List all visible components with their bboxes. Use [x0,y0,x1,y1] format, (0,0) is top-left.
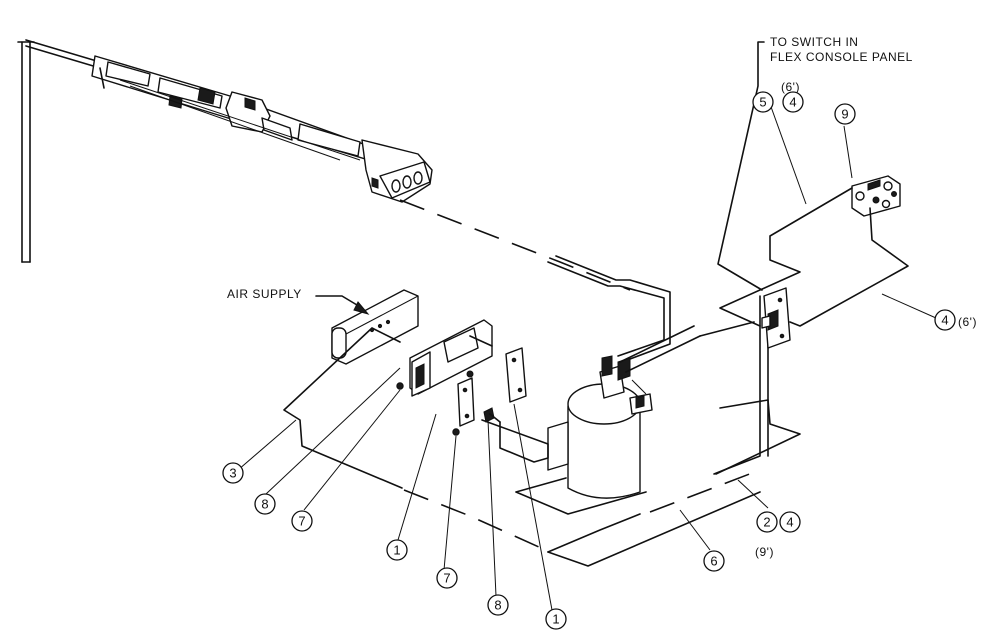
note-switch-line2: FLEX CONSOLE PANEL [770,50,913,64]
length-label-6ft-top: (6') [781,80,800,94]
console-wire-4-top [719,187,853,327]
balloon-5: 5 [752,91,774,113]
boom-assembly [17,39,433,263]
balloon-4-bottom: 4 [779,511,801,533]
svg-text:2: 2 [763,515,770,530]
balloon-1-right: 1 [545,608,567,630]
svg-text:7: 7 [443,571,450,586]
valve-bracket [409,319,493,397]
balloon-9: 9 [834,103,856,125]
balloon-7-left: 7 [291,510,313,532]
hydraulic-reservoir [547,321,755,499]
balloon-6: 6 [703,550,725,572]
balloon-3: 3 [222,462,244,484]
balloon-7-bottom: 7 [436,567,458,589]
reservoir-platform [515,477,647,515]
balloon-1-left: 1 [386,539,408,561]
svg-text:1: 1 [393,543,400,558]
air-supply-arrow [315,295,363,309]
balloon-2: 2 [756,511,778,533]
length-label-6ft-right: (6') [958,315,977,329]
svg-text:9: 9 [841,107,848,122]
mounting-plate-lower [457,377,475,427]
mounting-plate-upper [505,347,527,403]
svg-text:6: 6 [710,554,717,569]
boom-to-reservoir-hose [547,261,665,357]
svg-text:4: 4 [786,515,793,530]
switch-wire-5 [717,41,765,291]
note-air-supply: AIR SUPPLY [227,287,302,301]
length-label-9ft: (9') [755,545,774,559]
floor-outline-left [283,327,493,489]
svg-text:8: 8 [494,598,501,613]
leader-lines [237,103,937,611]
control-console [851,175,901,217]
return-hose-dashed [403,489,551,553]
balloon-4-top: 4 [782,91,804,113]
svg-text:4: 4 [789,95,796,110]
svg-text:1: 1 [552,612,559,627]
svg-text:5: 5 [759,95,766,110]
bolt-hardware [396,382,404,390]
svg-text:7: 7 [298,514,305,529]
svg-text:4: 4 [941,313,948,328]
console-wire-4-right [789,207,909,327]
bolt-hardware [452,428,460,436]
balloon-4-right: 4 [934,309,956,331]
floor-outline-right [715,399,801,475]
svg-text:3: 3 [229,466,236,481]
boom-hose-dashed [399,199,631,291]
balloon-8-bottom: 8 [487,594,509,616]
junction-plate [761,287,791,349]
note-switch-line1: TO SWITCH IN [770,35,858,49]
balloon-8-left: 8 [254,493,276,515]
svg-text:8: 8 [261,497,268,512]
